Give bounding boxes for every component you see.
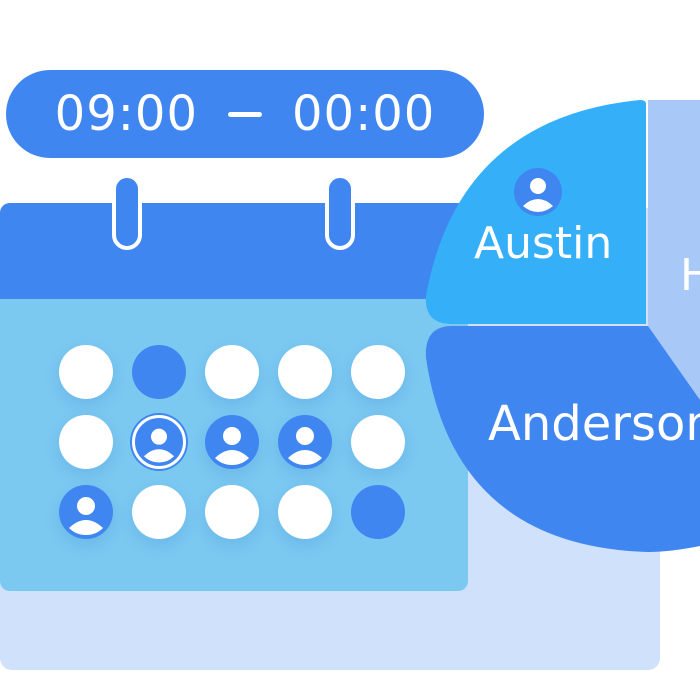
calendar-header [0,203,468,299]
calendar-day[interactable] [205,345,259,399]
calendar-binder-ring [112,174,142,250]
user-avatar-icon [69,497,103,535]
start-time: 09:00 [54,86,198,142]
calendar-day[interactable] [132,345,186,399]
pie-label-austin: Austin [474,218,613,269]
calendar-day[interactable] [351,415,405,469]
user-avatar-icon [288,427,322,465]
calendar-day[interactable] [59,345,113,399]
end-time: 00:00 [292,86,436,142]
calendar-binder-ring [325,174,355,250]
calendar-day[interactable] [351,485,405,539]
calendar-day[interactable] [132,485,186,539]
calendar-day[interactable] [278,345,332,399]
user-avatar-icon [215,427,249,465]
user-avatar-icon [514,168,562,216]
pie-segment-anderson [425,326,700,552]
time-separator [228,111,262,117]
calendar-day[interactable] [59,415,113,469]
calendar-day[interactable] [278,485,332,539]
user-avatar-icon [143,428,175,463]
calendar-day[interactable] [205,485,259,539]
time-range-pill: 09:00 00:00 [6,70,484,158]
calendar-day[interactable] [205,415,259,469]
calendar-day[interactable] [59,485,113,539]
calendar-day[interactable] [351,345,405,399]
calendar-day[interactable] [278,415,332,469]
calendar-day[interactable] [132,415,186,469]
pie-label-h: H [680,250,700,301]
pie-label-anderson: Anderson [488,396,700,452]
